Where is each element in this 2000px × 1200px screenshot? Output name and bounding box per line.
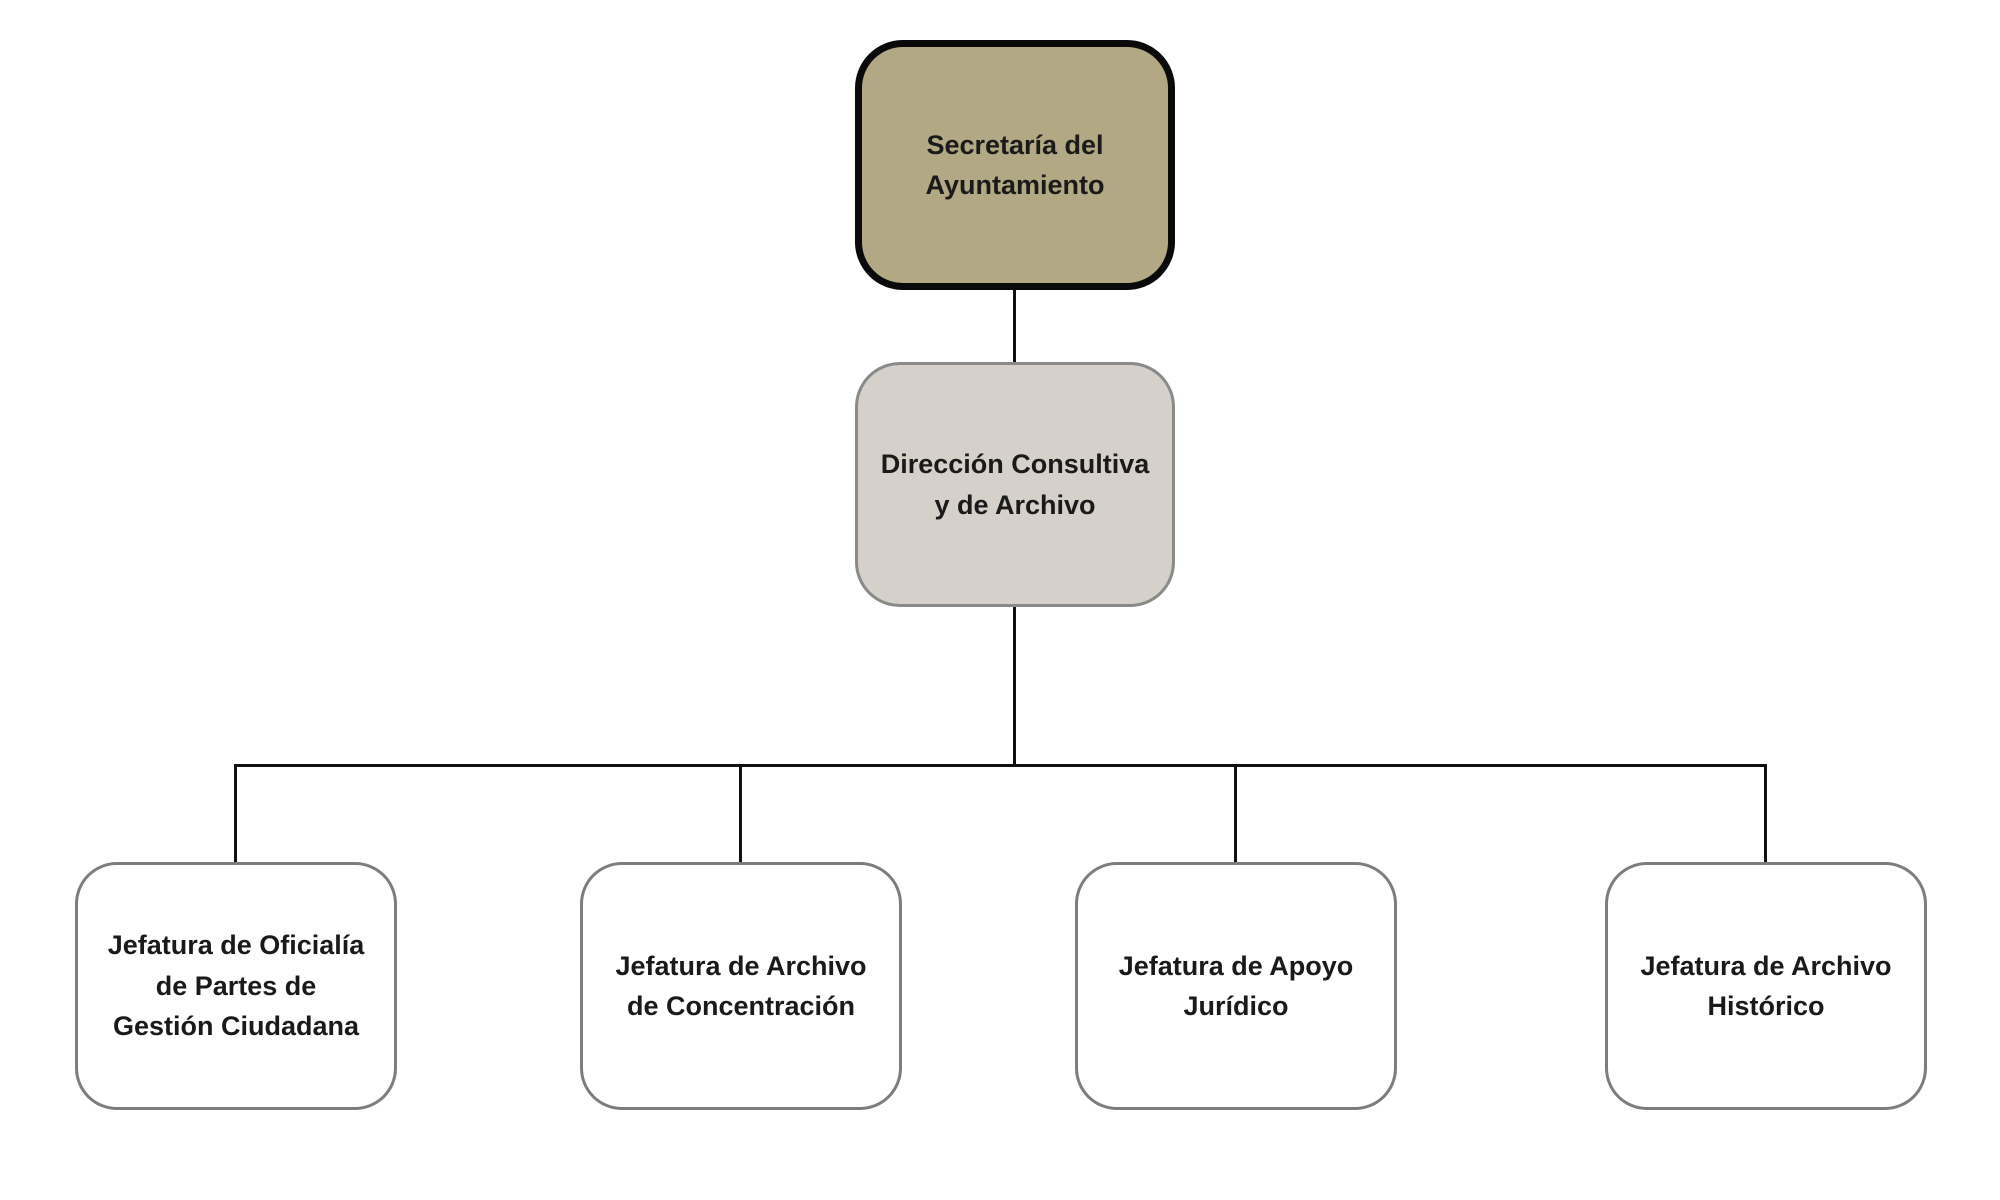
connector-drop-historico (1764, 764, 1767, 862)
org-node-label: Secretaría del Ayuntamiento (925, 129, 1105, 201)
connector-drop-juridico (1234, 764, 1237, 862)
org-node-jefatura-archivo-historico: Jefatura de Archivo Histórico (1605, 862, 1927, 1110)
org-node-label: Jefatura de Archivo Histórico (1640, 950, 1892, 1022)
org-node-label: Jefatura de Oficialía de Partes de Gesti… (107, 930, 365, 1042)
connector-director-to-branch (1013, 607, 1016, 765)
connector-drop-oficialia (234, 764, 237, 862)
org-node-jefatura-apoyo-juridico: Jefatura de Apoyo Jurídico (1075, 862, 1397, 1110)
org-node-jefatura-oficialia-partes: Jefatura de Oficialía de Partes de Gesti… (75, 862, 397, 1110)
connector-root-to-director (1013, 290, 1016, 362)
org-node-direccion-consultiva-archivo: Dirección Consultiva y de Archivo (855, 362, 1175, 607)
org-node-label: Jefatura de Archivo de Concentración (615, 950, 867, 1022)
org-node-jefatura-archivo-concentracion: Jefatura de Archivo de Concentración (580, 862, 902, 1110)
connector-drop-concentracion (739, 764, 742, 862)
connector-branch-horizontal (234, 764, 1767, 767)
org-node-label: Dirección Consultiva y de Archivo (880, 449, 1150, 520)
org-node-label: Jefatura de Apoyo Jurídico (1118, 950, 1354, 1022)
org-node-secretaria-ayuntamiento: Secretaría del Ayuntamiento (855, 40, 1175, 290)
